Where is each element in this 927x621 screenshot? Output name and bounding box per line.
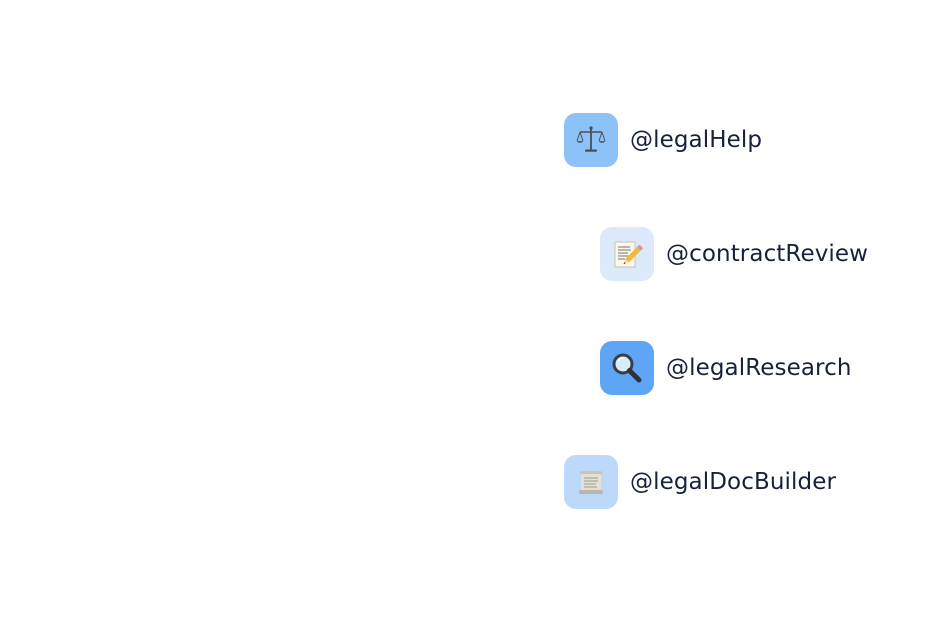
agent-item-legal-research[interactable]: @legalResearch [600, 341, 852, 395]
agent-item-legal-help[interactable]: @legalHelp [564, 113, 762, 167]
memo-pencil-icon [600, 227, 654, 281]
scroll-icon [564, 455, 618, 509]
agent-handle: @legalDocBuilder [630, 469, 836, 495]
agent-handle: @legalHelp [630, 127, 763, 153]
agent-item-contract-review[interactable]: @contractReview [600, 227, 868, 281]
magnifier-icon [600, 341, 654, 395]
agent-handle: @legalResearch [666, 355, 852, 381]
agent-item-legal-doc-builder[interactable]: @legalDocBuilder [564, 455, 836, 509]
scales-icon [564, 113, 618, 167]
agent-handle: @contractReview [666, 241, 869, 267]
